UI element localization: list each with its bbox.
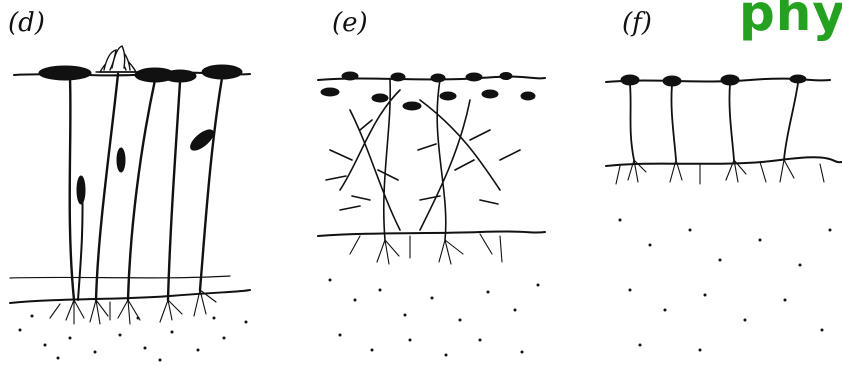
panel-d-lily-flower	[96, 46, 140, 72]
panel-e-illustration	[318, 72, 545, 264]
panel-e-sediment-line	[318, 231, 545, 236]
panel-d-submerged-leaf	[77, 176, 85, 204]
panel-d-stem	[200, 78, 222, 290]
panel-d-submerged-leaf	[117, 148, 125, 172]
panel-d-stem	[70, 78, 74, 300]
panel-d-floating-leaf	[39, 66, 91, 80]
panel-d-stem	[96, 74, 118, 300]
panel-f-illustration	[606, 75, 842, 184]
panel-d-stem	[128, 80, 155, 300]
panel-e-sediment-dots	[329, 279, 540, 357]
panel-d-illustration	[10, 46, 250, 324]
panel-e-branching-stems	[326, 80, 520, 240]
panel-f-stems	[630, 83, 798, 160]
panel-f-sediment-dots	[619, 219, 832, 352]
panel-d-sediment-dots	[19, 315, 248, 362]
panel-d-floating-leaf	[164, 70, 196, 82]
panel-f-sediment-line	[606, 157, 842, 166]
panel-e-roots	[350, 234, 502, 264]
panel-d-substrate-line	[10, 276, 230, 278]
panel-e-surface-leaves	[321, 72, 535, 110]
panel-d-stem	[168, 82, 180, 300]
